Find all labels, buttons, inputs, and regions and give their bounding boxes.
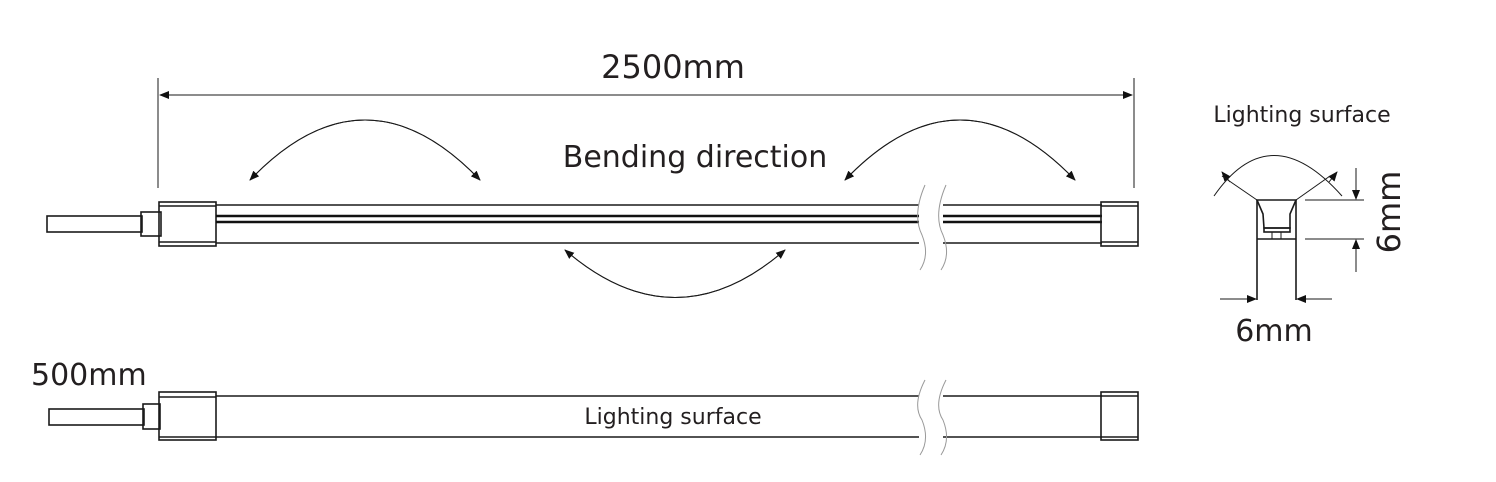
bottom-strip: 500mm Lighting surface <box>31 358 1139 456</box>
bending-direction-label: Bending direction <box>563 140 828 175</box>
width-dimension-label: 6mm <box>1235 314 1313 349</box>
height-dimension-label: 6mm <box>1370 171 1408 254</box>
cross-section-title: Lighting surface <box>1213 103 1390 128</box>
bend-arrows: Bending direction <box>249 119 1076 298</box>
length-dimension: 2500mm <box>157 48 1135 188</box>
length-label: 2500mm <box>601 48 745 86</box>
cross-section: Lighting surface 6mm 6mm <box>1213 103 1408 349</box>
bottom-lighting-surface-label: Lighting surface <box>584 405 761 430</box>
lead-length-label: 500mm <box>31 358 147 393</box>
top-strip <box>46 184 1139 271</box>
